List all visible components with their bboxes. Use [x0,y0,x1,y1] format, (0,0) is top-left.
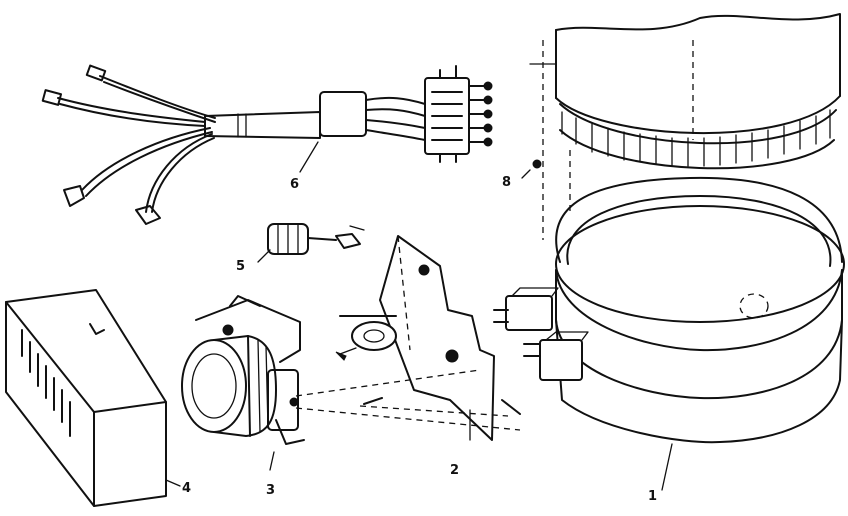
callout-5: 5 [236,259,245,274]
lower-housing [493,176,845,491]
mounting-bracket [295,235,521,441]
wiring-harness [41,64,493,225]
callout-2: 2 [450,463,459,478]
cover-box-4 [5,289,181,507]
knob-5 [257,223,365,263]
callout-3: 3 [266,483,275,498]
timer-motor-3 [181,295,305,471]
callout-1: 1 [648,489,657,504]
screw-8 [521,159,542,179]
upper-housing [529,13,841,240]
callout-6: 6 [290,177,299,192]
callout-4: 4 [182,481,191,496]
callout-8: 8 [502,175,511,190]
